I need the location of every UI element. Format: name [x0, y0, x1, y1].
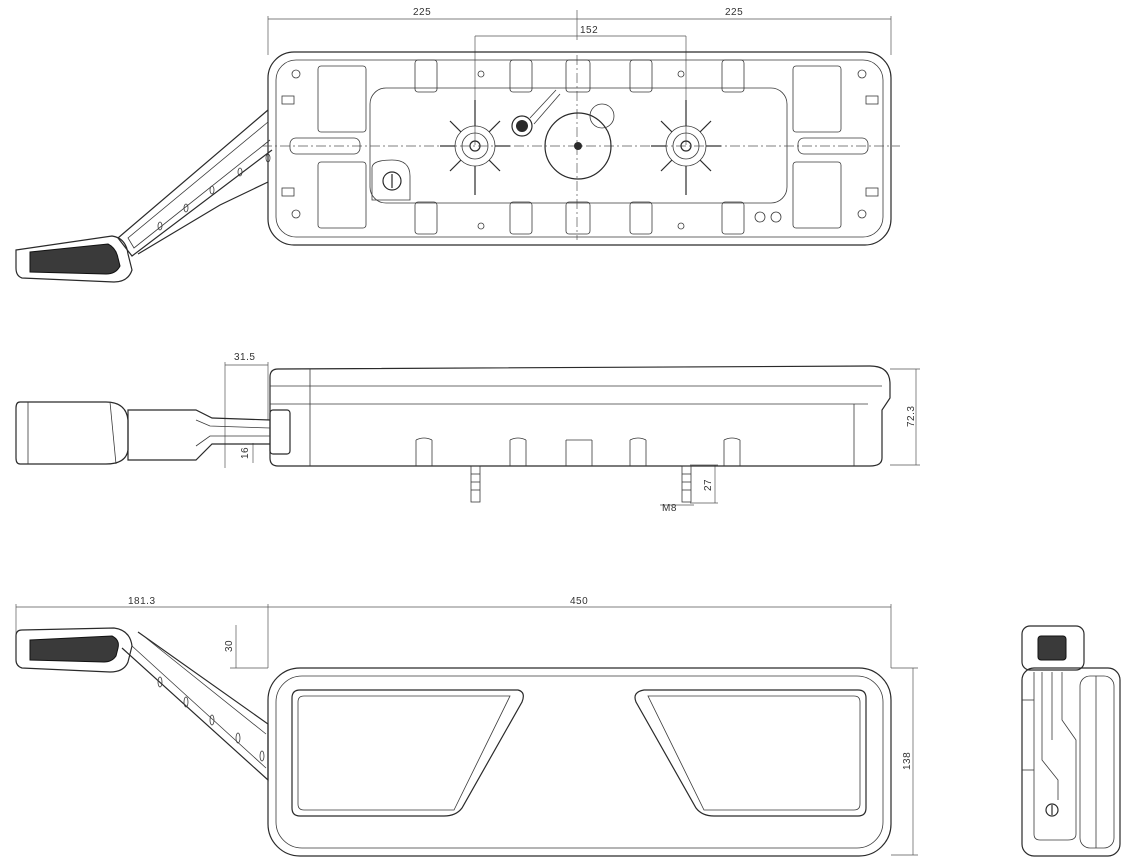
- end-lamp-lens: [1037, 635, 1067, 661]
- top-arm-lamp-head: [15, 235, 133, 283]
- dim-front-30: 30: [224, 640, 235, 652]
- dim-top-left-225: 225: [413, 7, 431, 18]
- top-view-dimension-lines: [267, 10, 892, 145]
- side-housing: [269, 365, 891, 467]
- end-view: [1021, 625, 1121, 857]
- dim-top-right-225: 225: [725, 7, 743, 18]
- end-housing: [1021, 667, 1121, 857]
- side-bolt-left: [470, 465, 481, 503]
- front-view: 181.3 450 30 138: [15, 596, 918, 857]
- dim-top-bolt-152: 152: [580, 25, 598, 36]
- front-view-arm: [121, 631, 269, 782]
- front-arm-lamp-head: [15, 627, 133, 673]
- side-view: 31.5 16 72.3 27 M8: [15, 352, 920, 514]
- top-inner-recess: [369, 87, 788, 204]
- side-bolt-right: [681, 465, 692, 503]
- front-view-dimension-lines: [15, 604, 918, 856]
- dim-side-31-5: 31.5: [234, 352, 255, 363]
- top-view-arm: [117, 109, 273, 257]
- side-view-arm: [15, 401, 291, 465]
- dim-side-m8: M8: [662, 503, 677, 514]
- top-view: 225 225 152: [15, 7, 900, 283]
- front-lens-right: [634, 689, 867, 817]
- right-bolt-boss: [651, 100, 721, 195]
- center-cable-hole: [544, 112, 612, 180]
- dim-side-27: 27: [703, 479, 714, 491]
- side-view-dimension-lines: [224, 362, 920, 506]
- dim-front-450: 450: [570, 596, 588, 607]
- dim-front-138: 138: [902, 752, 913, 770]
- dim-side-16: 16: [240, 447, 251, 459]
- front-lens-left: [291, 689, 524, 817]
- dim-front-181-3: 181.3: [128, 596, 156, 607]
- front-housing-inner: [275, 675, 884, 849]
- top-housing-outer: [267, 51, 892, 246]
- left-bolt-boss: [440, 100, 510, 195]
- dim-side-72-3: 72.3: [906, 406, 917, 427]
